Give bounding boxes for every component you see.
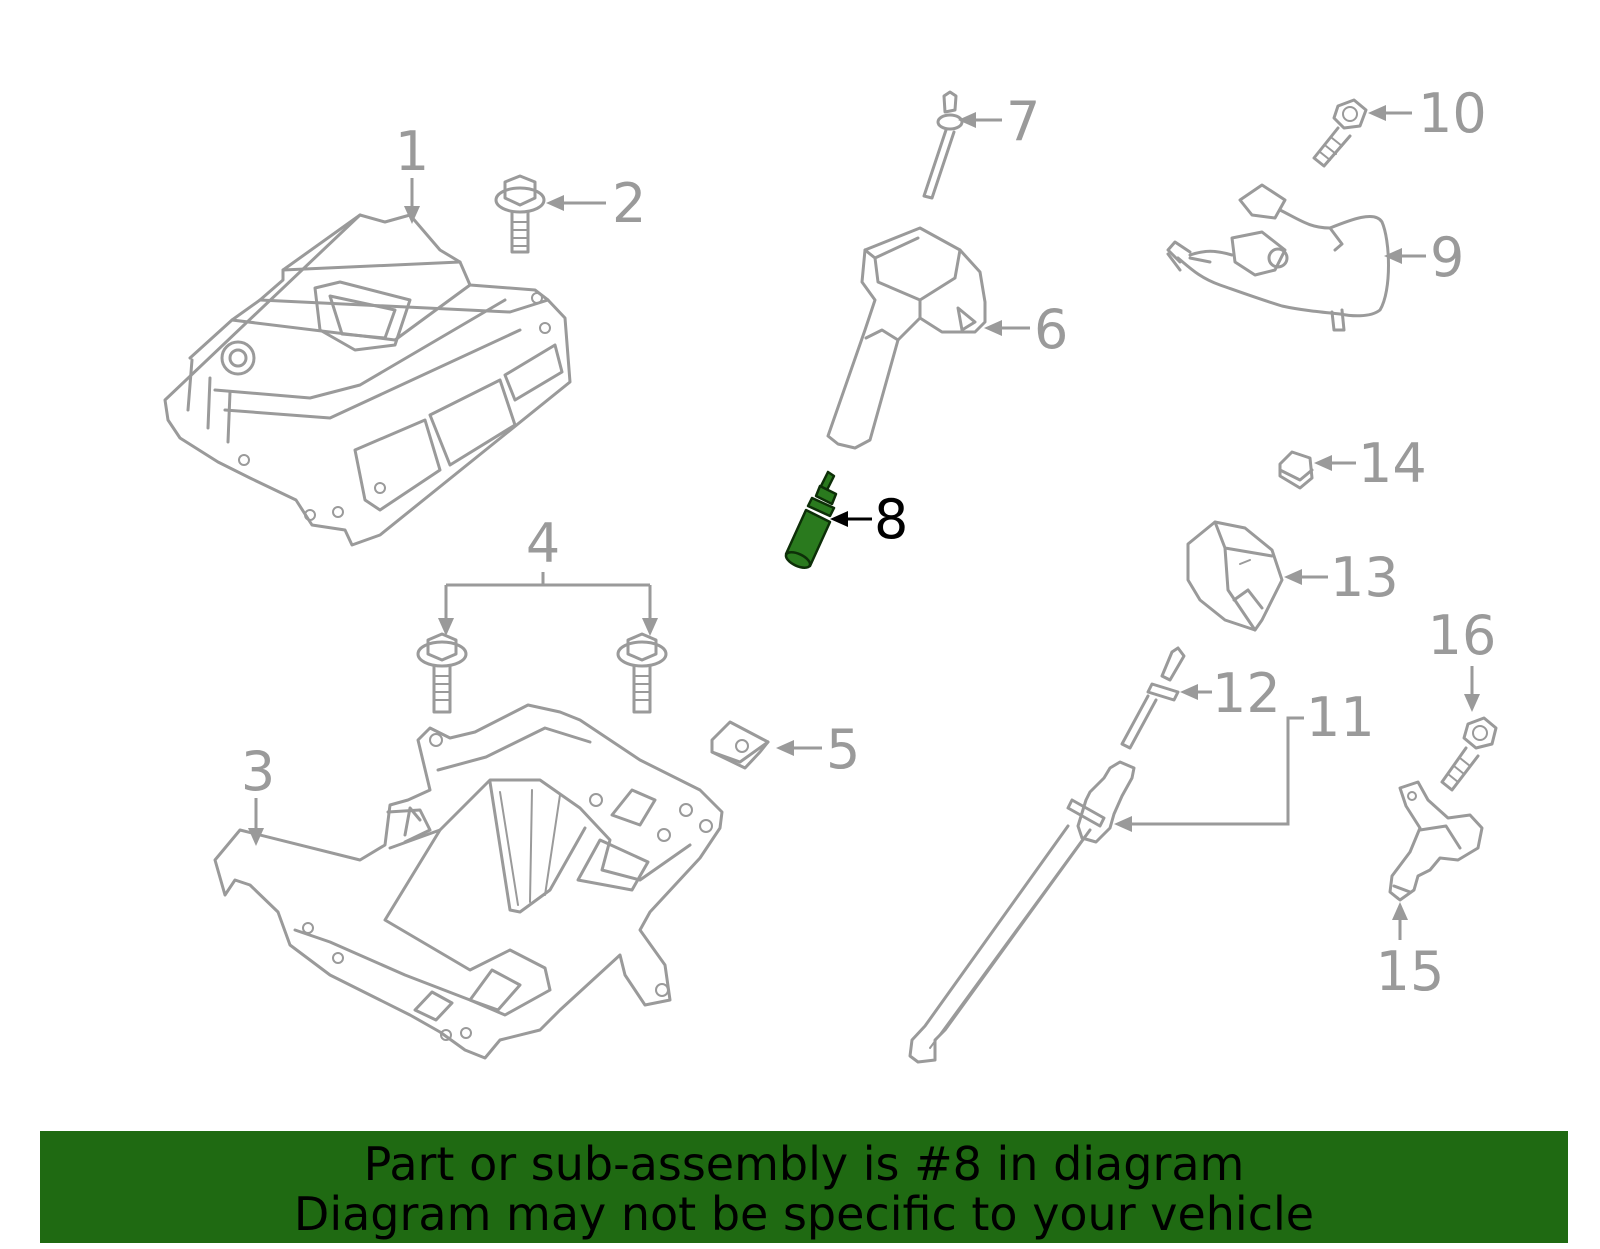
part-10-bolt xyxy=(1312,98,1368,168)
callout-7: 7 xyxy=(1006,90,1040,153)
callout-2: 2 xyxy=(612,172,646,235)
callout-9: 9 xyxy=(1430,226,1464,289)
banner-line-disclaimer: Diagram may not be specific to your vehi… xyxy=(293,1187,1315,1241)
part-1-control-module xyxy=(163,213,572,547)
part-2-bolt xyxy=(494,174,546,254)
callout-12: 12 xyxy=(1212,662,1281,725)
part-3-bracket xyxy=(213,703,724,1060)
part-15-sensor xyxy=(1388,780,1484,902)
callout-15: 15 xyxy=(1376,940,1445,1003)
callout-4: 4 xyxy=(526,512,560,575)
part-13-cover xyxy=(1186,520,1284,632)
callout-3: 3 xyxy=(241,740,275,803)
part-12-stud xyxy=(1120,646,1186,750)
part-8-spark-plug xyxy=(784,470,838,569)
part-6-ignition-coil xyxy=(826,226,987,450)
callout-5: 5 xyxy=(826,718,860,781)
callout-numbers: 1 2 3 4 5 6 7 8 9 10 11 12 13 14 15 16 xyxy=(241,82,1497,1003)
callout-14: 14 xyxy=(1358,432,1427,495)
part-4-bolts xyxy=(416,632,668,714)
info-banner: Part or sub-assembly is #8 in diagram Di… xyxy=(40,1131,1568,1243)
callout-10: 10 xyxy=(1418,82,1487,145)
callout-11: 11 xyxy=(1306,686,1375,749)
part-16-bolt xyxy=(1440,716,1498,792)
callout-1: 1 xyxy=(395,120,429,183)
callout-16: 16 xyxy=(1428,604,1497,667)
banner-line-part-number: Part or sub-assembly is #8 in diagram xyxy=(363,1137,1245,1191)
leader-lines xyxy=(248,105,1480,940)
callout-8: 8 xyxy=(874,488,908,551)
part-9-wiring-harness xyxy=(1166,183,1390,332)
part-5-clip xyxy=(710,720,770,770)
part-11-shaft xyxy=(908,760,1136,1064)
callout-6: 6 xyxy=(1034,298,1068,361)
part-14-clip xyxy=(1278,450,1314,490)
part-7-stud xyxy=(922,90,964,200)
callout-13: 13 xyxy=(1330,546,1399,609)
